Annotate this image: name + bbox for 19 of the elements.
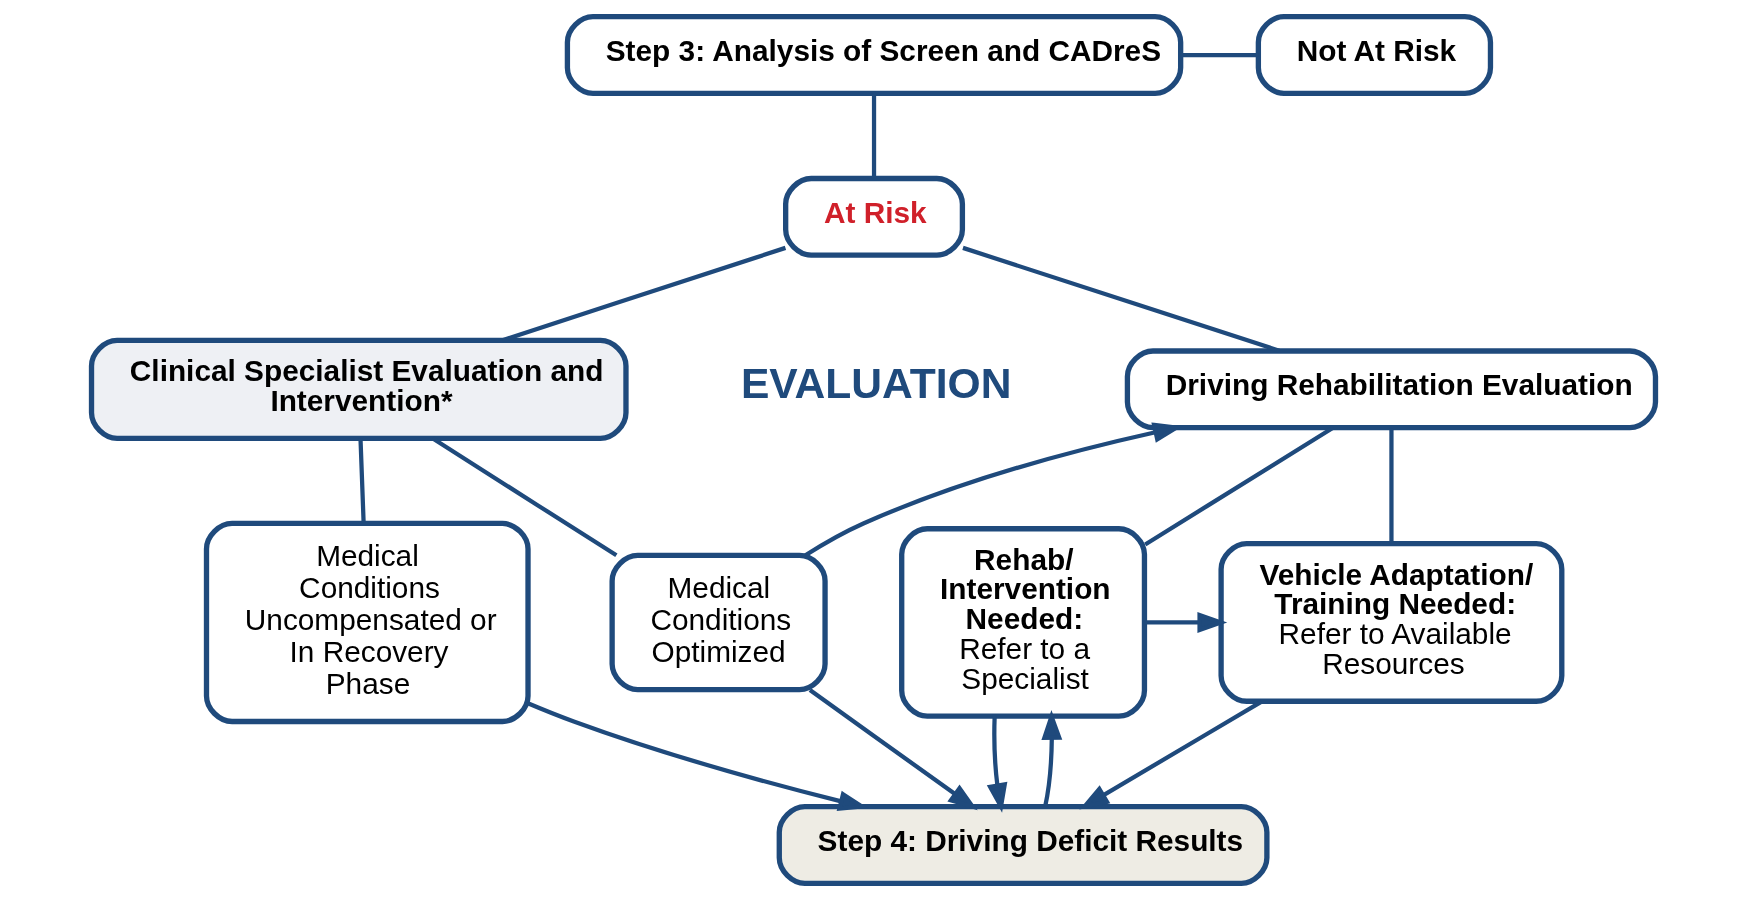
label: EVALUATION (740, 358, 1011, 407)
node-box: At Risk (782, 175, 965, 258)
node-box: Step 4: Driving Deficit Results (776, 804, 1270, 886)
arrow (986, 716, 1007, 813)
connector (1180, 52, 1258, 58)
node-box: Rehab/ Intervention Needed: Refer to a Specialist (898, 526, 1147, 719)
arrow (1040, 710, 1062, 807)
node-box: Vehicle Adaptation/ Training Needed: Refer to Available Resources (1217, 541, 1564, 704)
node-box: Not At Risk (1255, 14, 1493, 96)
node-box: Clinical Specialist Evaluation and Intervention* (88, 337, 629, 441)
connector (1388, 428, 1394, 543)
connector (871, 93, 876, 179)
node-box: Driving Rehabilitation Evaluation (1124, 348, 1658, 431)
node-box: Medical Conditions Optimized (608, 552, 828, 693)
arrow (808, 688, 978, 811)
node-box: Medical Conditions Uncompensated or In Recovery Phase (203, 520, 531, 725)
connector (357, 438, 366, 523)
arrow (1144, 612, 1227, 633)
node-box: Step 3: Analysis of Screen and CADreS (564, 14, 1183, 96)
